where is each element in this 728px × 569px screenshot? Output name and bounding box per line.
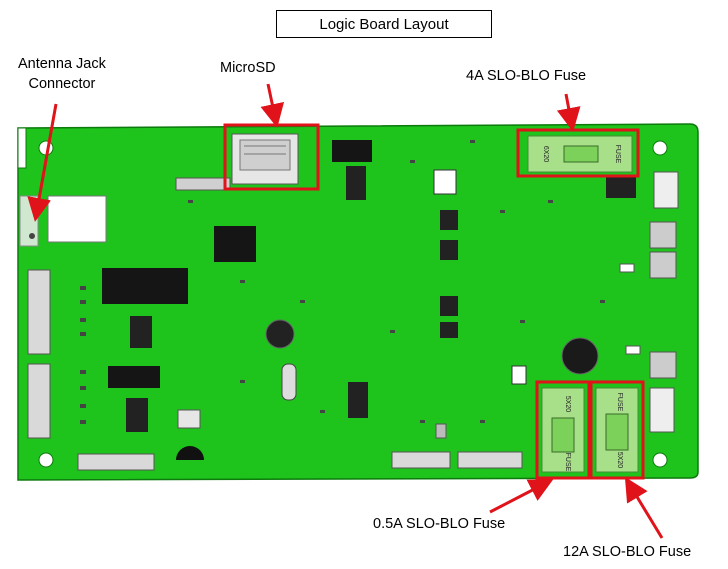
bottom-connector-1 [77,453,155,471]
fuse-05a-fuse-text: FUSE [564,453,571,472]
fuse-12a-callout-label: 12A SLO-BLO Fuse [563,544,692,560]
ic-mid-5 [348,382,368,418]
ic-mid-4 [440,322,458,338]
fuse-12a-size-text: 5X20 [616,452,623,468]
fuse-12a-highlight [589,380,645,480]
fuse-4a-size-text: 6X20 [542,146,549,162]
fuse-05a-arrow [489,479,554,514]
mounting-hole-bl [38,452,54,468]
electrolytic-cap-3 [176,446,204,460]
fuse-05a: 5X20 FUSE [541,387,585,473]
fuse-05a-highlight [535,380,591,480]
fuse-4a-callout-label: 4A SLO-BLO Fuse [466,68,587,84]
ic-mid-2 [440,240,458,260]
diagram-title: Logic Board Layout [276,10,492,38]
fuse-4a-arrow [556,93,581,132]
ic-mid-1 [440,210,458,230]
antenna-label-line1: Antenna Jack [18,56,106,72]
fuse-4a: 6X20 FUSE [527,135,633,173]
ic-right-reg [606,176,636,198]
fuse-05a-callout-label: 0.5A SLO-BLO Fuse [373,516,506,532]
fuse-12a-fuse-text: FUSE [616,393,623,412]
antenna-label-line2: Connector [28,76,96,92]
white-part [433,169,457,195]
fuse-12a-arrow [624,476,664,539]
antenna-callout-label: Antenna Jack Connector [18,54,106,94]
ic-soic-2 [126,398,148,432]
mounting-hole-br [652,452,668,468]
bottom-connector-2 [391,451,451,469]
fuse-05a-size-text: 5X20 [564,396,571,412]
ic-large-left [102,268,188,304]
ic-soic-3 [346,166,366,200]
ic-left-mid [108,366,160,388]
microsd-slot [231,133,299,185]
ic-top-center [332,140,372,162]
left-connector-top [27,269,51,355]
microsd-arrow [260,83,285,128]
ic-soic-1 [130,316,152,348]
microsd-callout-label: MicroSD [220,60,276,76]
electrolytic-cap-2 [561,337,599,375]
fuse-4a-fuse-text: FUSE [614,145,621,164]
electrolytic-cap-1 [265,319,295,349]
ic-qfn-center [214,226,256,262]
left-connector-bottom [27,363,51,439]
ic-mid-3 [440,296,458,316]
pcb-board [17,123,699,481]
antenna-arrow [27,103,58,222]
bottom-connector-3 [457,451,523,469]
fuse-12a: FUSE 5X20 [595,387,639,473]
antenna-module [47,195,107,243]
mounting-hole-tr [652,140,668,156]
